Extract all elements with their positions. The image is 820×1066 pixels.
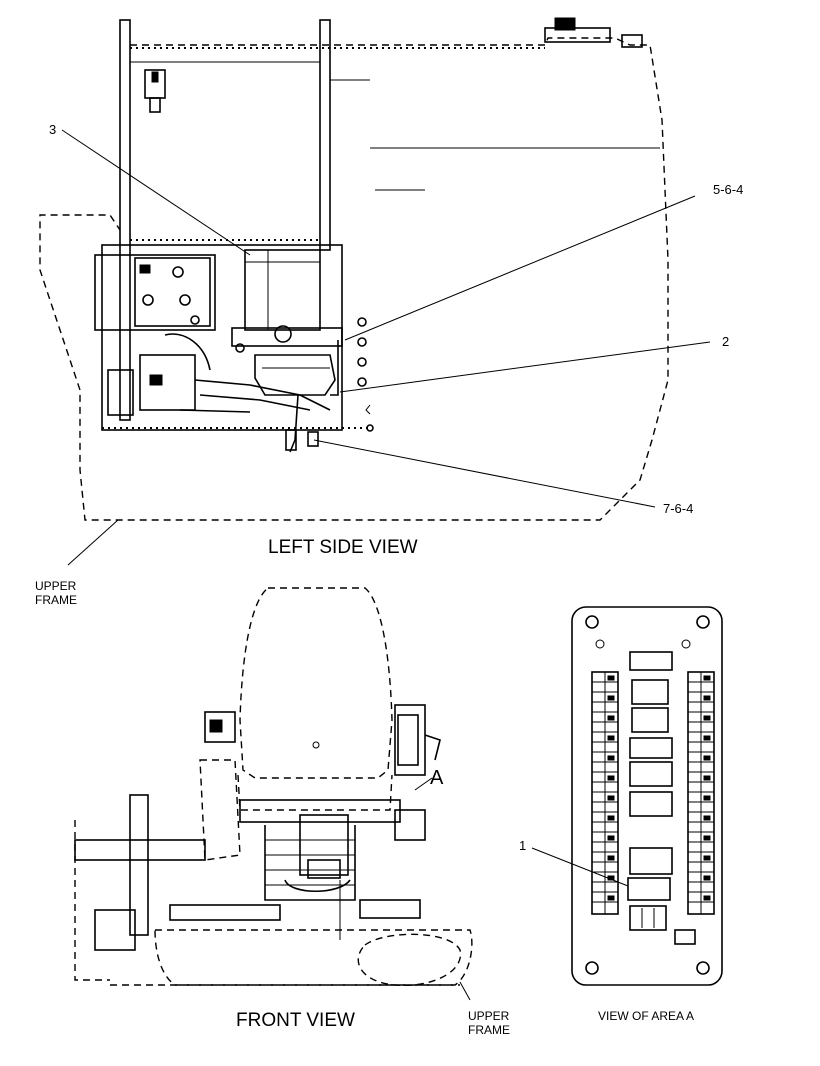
leader-1 bbox=[531, 847, 629, 887]
upper-frame-label-left-1: UPPER bbox=[35, 579, 77, 593]
callout-A: A bbox=[430, 767, 444, 789]
fuse-panel-outline bbox=[571, 606, 723, 986]
cab-pillars bbox=[102, 19, 545, 429]
floor-outline bbox=[154, 929, 473, 986]
callout-3: 3 bbox=[49, 122, 56, 137]
front-view-title: FRONT VIEW bbox=[236, 1010, 355, 1031]
left-fuse-column bbox=[591, 671, 619, 915]
left-console bbox=[74, 711, 281, 981]
seat-base bbox=[237, 774, 401, 940]
front-view: A FRONT VIEW UPPER FRAME bbox=[74, 587, 510, 1037]
upper-frame-oval bbox=[357, 933, 462, 986]
left-side-view-title: LEFT SIDE VIEW bbox=[268, 537, 418, 558]
seat-back bbox=[239, 587, 393, 779]
frame-holes bbox=[330, 317, 374, 432]
window-lines bbox=[130, 61, 660, 191]
upper-frame-label-front-2: FRAME bbox=[468, 1023, 510, 1037]
area-a-view: 1 VIEW OF AREA A bbox=[519, 606, 723, 1023]
callout-5-6-4: 5-6-4 bbox=[713, 182, 743, 197]
upper-frame-label-left-2: FRAME bbox=[35, 593, 77, 607]
roof-latch bbox=[544, 17, 643, 48]
center-relays bbox=[627, 651, 696, 945]
area-a-view-title: VIEW OF AREA A bbox=[598, 1009, 694, 1023]
cab-outline bbox=[39, 37, 669, 521]
pillar-switch bbox=[144, 69, 166, 113]
side-console bbox=[94, 244, 343, 431]
callout-1: 1 bbox=[519, 838, 526, 853]
callout-2: 2 bbox=[722, 334, 729, 349]
leader-lines-front bbox=[414, 777, 471, 1001]
left-side-view: 3 5-6-4 2 7-6-4 LEFT SIDE VIEW UPPER FRA… bbox=[35, 17, 743, 607]
callout-7-6-4: 7-6-4 bbox=[663, 501, 693, 516]
upper-frame-label-front-1: UPPER bbox=[468, 1009, 510, 1023]
pump-unit bbox=[231, 249, 343, 453]
leader-lines-left bbox=[61, 129, 711, 566]
right-console bbox=[359, 704, 441, 919]
right-fuse-column bbox=[687, 671, 715, 915]
